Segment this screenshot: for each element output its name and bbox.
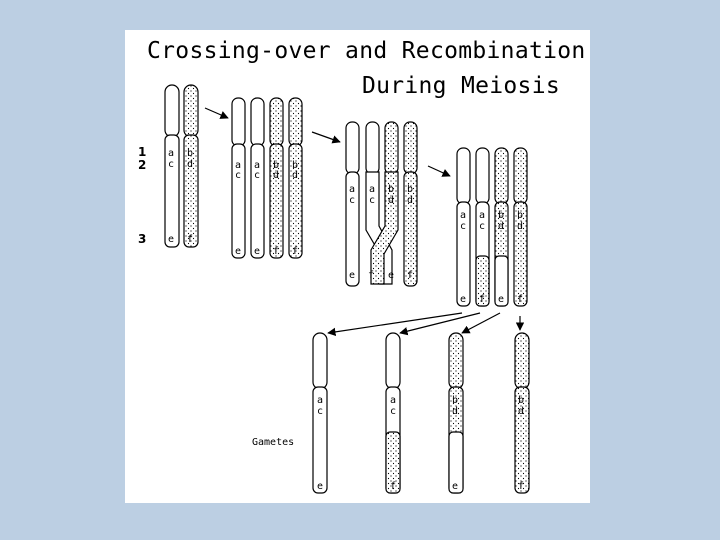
stage2-chromatids — [231, 97, 303, 259]
allele-label: b — [273, 160, 279, 171]
arrow-to-gamete-3 — [461, 312, 501, 334]
allele-label: e — [254, 246, 260, 257]
allele-label: c — [254, 170, 260, 181]
allele-label: e — [168, 234, 174, 245]
allele-label: a — [369, 184, 375, 195]
allele-label: e — [317, 481, 323, 492]
allele-label: b — [498, 210, 504, 221]
locus-number-3: 3 — [138, 232, 146, 246]
allele-label: b — [388, 184, 394, 195]
allele-label: d — [187, 159, 193, 170]
allele-label: f — [518, 481, 524, 492]
allele-label: a — [390, 395, 396, 406]
allele-label: e — [452, 481, 458, 492]
allele-label: e — [349, 270, 355, 281]
allele-label: d — [452, 406, 458, 417]
locus-number-2: 2 — [138, 158, 146, 172]
allele-label: c — [168, 159, 174, 170]
arrow-stage1-to-stage2 — [204, 107, 229, 119]
title-line-1: Crossing-over and Recombination — [147, 38, 586, 64]
allele-label: e — [498, 294, 504, 305]
allele-label: c — [317, 406, 323, 417]
allele-label: b — [187, 148, 193, 159]
allele-label: f — [479, 294, 485, 305]
allele-label: b — [292, 160, 298, 171]
allele-label: f — [517, 294, 523, 305]
arrow-to-gamete-1 — [327, 312, 463, 337]
allele-label: f — [292, 246, 298, 257]
gametes-caption: Gametes — [252, 437, 295, 448]
allele-label: f — [273, 246, 279, 257]
allele-label: e — [235, 246, 241, 257]
allele-label: f — [390, 481, 396, 492]
allele-label: a — [317, 395, 323, 406]
allele-label: c — [479, 221, 485, 232]
allele-label: a — [235, 160, 241, 171]
allele-label: c — [369, 195, 375, 206]
allele-label: c — [349, 195, 355, 206]
allele-label: f — [187, 234, 193, 245]
allele-label: b — [517, 210, 523, 221]
title-line-2: During Meiosis — [361, 73, 560, 99]
allele-label: f — [407, 270, 413, 281]
allele-label: b — [518, 395, 524, 406]
allele-label: d — [498, 221, 504, 232]
arrow-stage3-to-stage4 — [427, 165, 451, 177]
allele-label: a — [254, 160, 260, 171]
allele-label: a — [168, 148, 174, 159]
arrow-to-gamete-2 — [399, 312, 481, 336]
allele-label: d — [518, 406, 524, 417]
gamete-chromatids — [312, 332, 530, 494]
allele-label: a — [349, 184, 355, 195]
stage1-chromosome-dark — [183, 84, 199, 248]
allele-label: c — [460, 221, 466, 232]
allele-label: b — [452, 395, 458, 406]
allele-label: d — [407, 195, 413, 206]
stage3-chromatids — [345, 121, 418, 287]
locus-number-1: 1 — [138, 145, 146, 159]
allele-label: c — [235, 170, 241, 181]
allele-label: d — [517, 221, 523, 232]
allele-label: b — [407, 184, 413, 195]
stage1-chromosome-light — [164, 84, 180, 248]
stage4-chromatids — [456, 147, 528, 307]
allele-label: d — [273, 170, 279, 181]
allele-label: c — [390, 406, 396, 417]
allele-label: a — [479, 210, 485, 221]
allele-label: a — [460, 210, 466, 221]
allele-label: e — [460, 294, 466, 305]
arrow-stage2-to-stage3 — [311, 131, 341, 144]
allele-label: d — [292, 170, 298, 181]
allele-label: e — [388, 270, 394, 281]
allele-label: f — [368, 270, 374, 281]
allele-label: d — [388, 195, 394, 206]
